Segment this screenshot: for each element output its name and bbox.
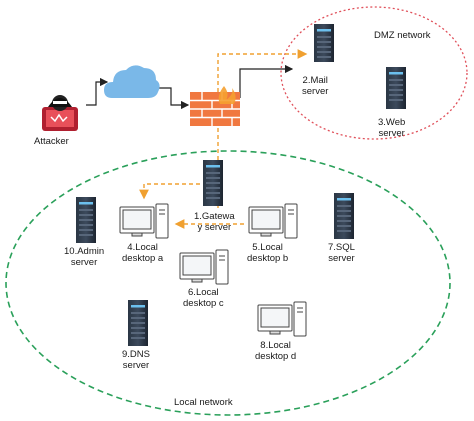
attacker-label: Attacker [34, 136, 69, 147]
desktop-b-label: 5.Local desktop b [247, 242, 288, 264]
link-cloud-firewall [156, 87, 190, 110]
gateway-server-label-line2: y server [197, 222, 232, 233]
link-attacker-cloud [86, 77, 109, 106]
local-zone [5, 150, 451, 416]
dns-server-label-line2: server [122, 360, 150, 371]
link-firewall-mail [239, 64, 294, 98]
gateway-server-label: 1.Gatewa y server [194, 211, 235, 233]
desktop-d-label: 8.Local desktop d [255, 340, 296, 362]
gateway-server-label-line1: 1.Gatewa [194, 211, 235, 222]
attack-path-desktop-a-top [139, 183, 200, 200]
dns-server-label: 9.DNS server [122, 349, 150, 371]
desktop-d-label-line2: desktop d [255, 351, 297, 362]
attack-path-mail [217, 49, 308, 92]
admin-server-label-line1: 10.Admin [64, 246, 105, 257]
web-server-label-line1: 3.Web [378, 117, 406, 128]
sql-server-label-line1: 7.SQL [328, 242, 355, 253]
dmz-zone [280, 6, 468, 140]
mail-server-label-line2: server [302, 86, 329, 97]
mail-server-label-line1: 2.Mail [302, 75, 328, 86]
sql-server-label-line2: server [328, 253, 355, 264]
desktop-c-label-line1: 6.Local [188, 287, 219, 298]
dns-server-label-line1: 9.DNS [122, 349, 150, 360]
desktop-d-label-line1: 8.Local [260, 340, 291, 351]
server-rack-icon [76, 24, 406, 346]
desktop-b-label-line1: 5.Local [252, 242, 283, 253]
desktop-c-label: 6.Local desktop c [183, 287, 224, 309]
desktop-computer-icon [119, 203, 307, 337]
admin-server-label-line2: server [70, 257, 98, 268]
cloud-icon [104, 65, 160, 98]
local-network-label: Local network [174, 397, 233, 408]
web-server-label-line2: server [378, 128, 405, 139]
desktop-b-label-line2: desktop b [247, 253, 289, 264]
mail-server-label: 2.Mail server [302, 75, 328, 97]
firewall-icon [190, 86, 240, 126]
dmz-network-label: DMZ network [374, 30, 431, 41]
admin-server-label: 10.Admin server [64, 246, 104, 268]
desktop-c-label-line2: desktop c [183, 298, 224, 309]
web-server-label: 3.Web server [378, 117, 405, 139]
desktop-a-label-line1: 4.Local [127, 242, 158, 253]
desktop-a-label-line2: desktop a [122, 253, 164, 264]
sql-server-label: 7.SQL server [328, 242, 355, 264]
desktop-a-label: 4.Local desktop a [122, 242, 163, 264]
hacker-icon [42, 95, 78, 131]
